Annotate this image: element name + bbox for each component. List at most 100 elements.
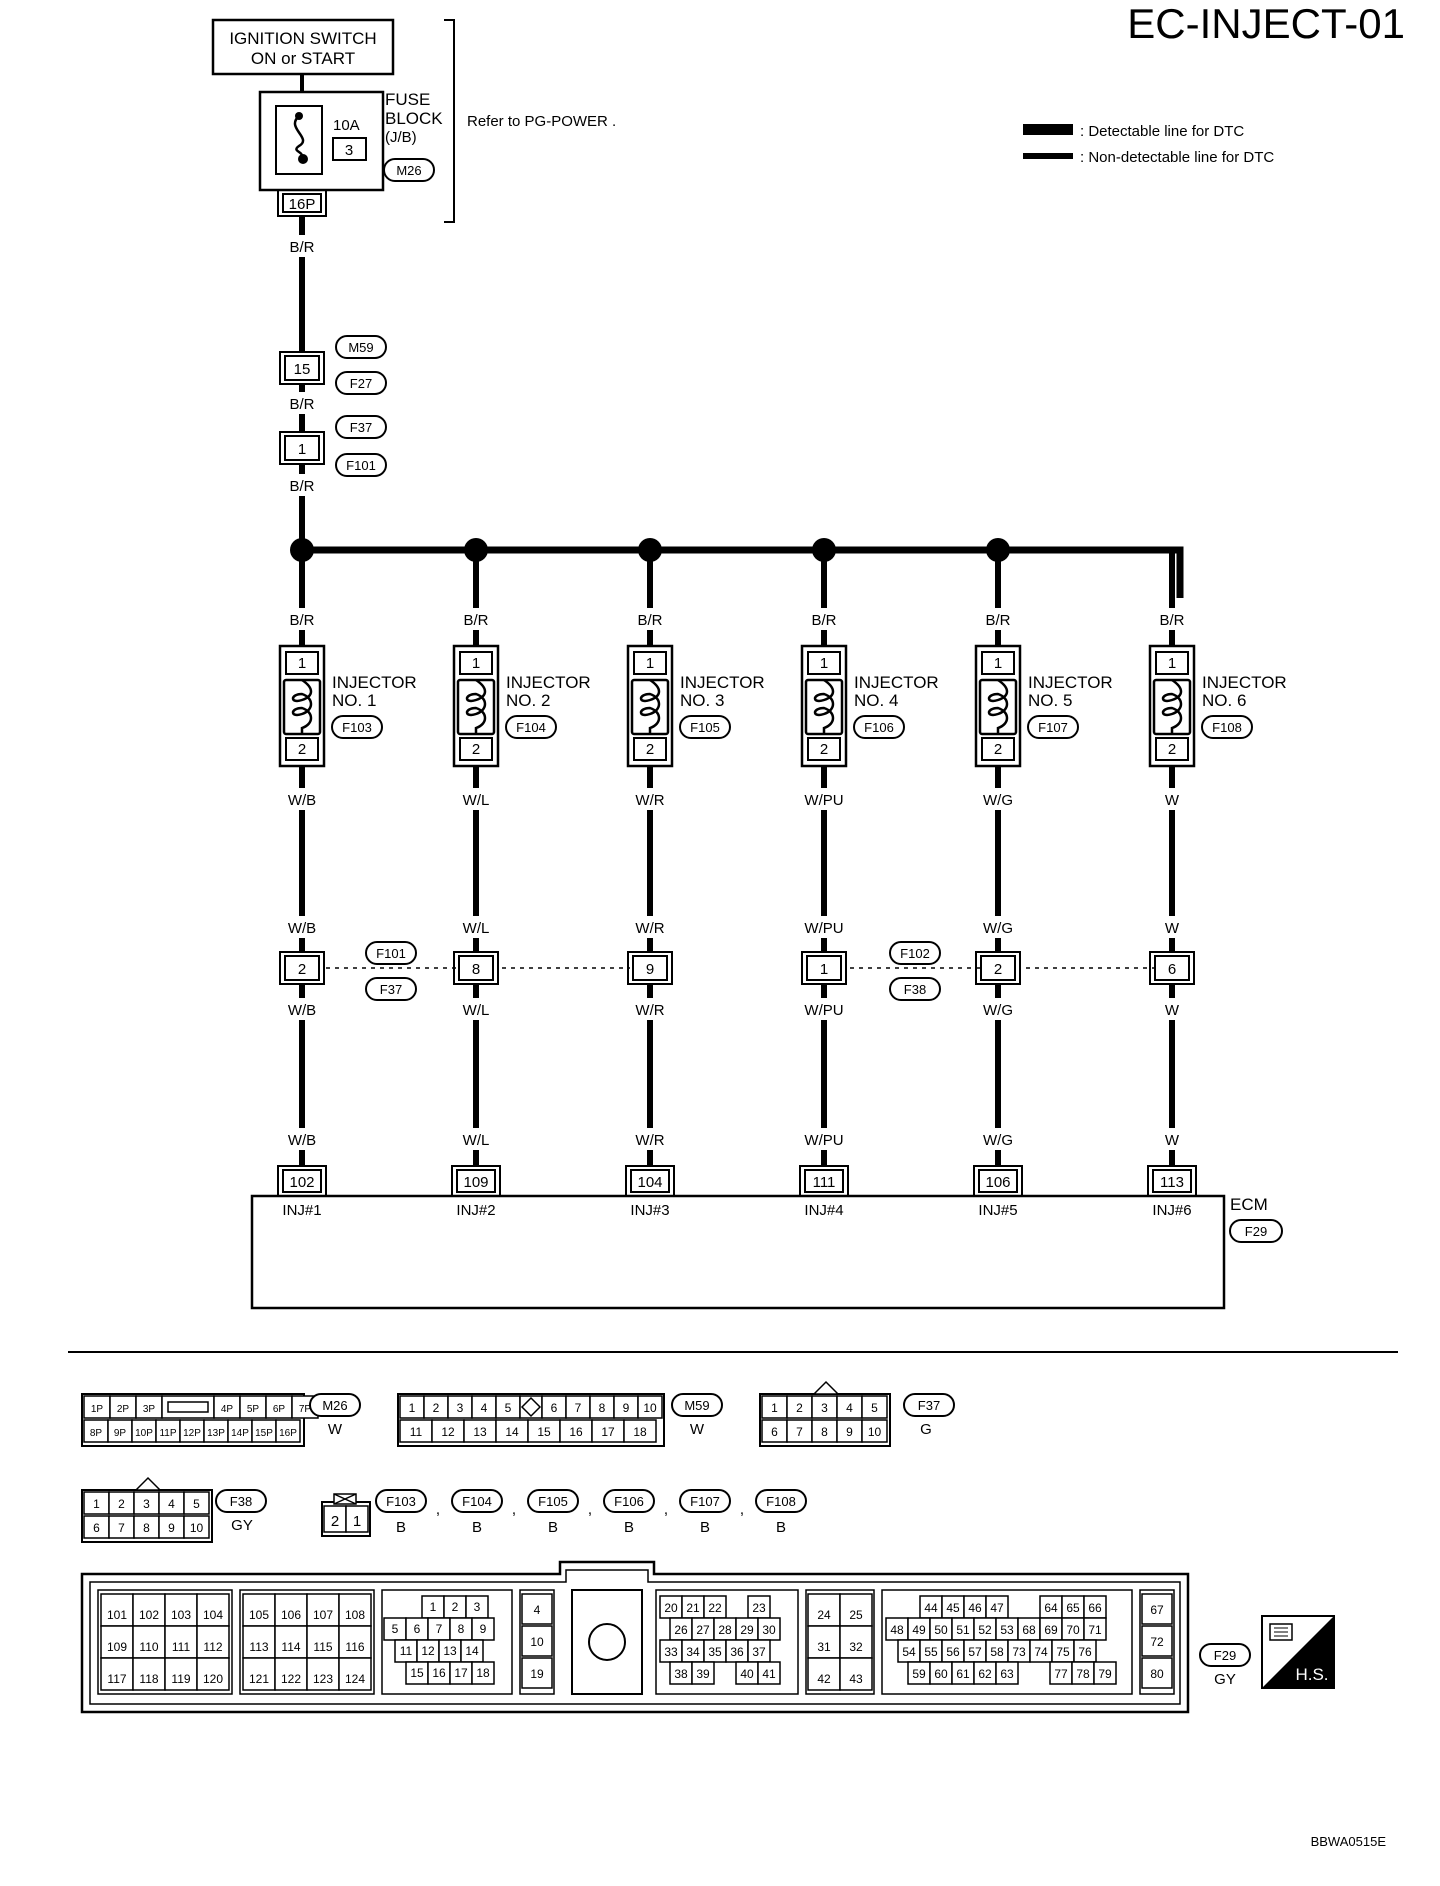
f29-pin-label: 111 xyxy=(172,1640,191,1654)
f37-pin-label: 9 xyxy=(846,1425,853,1439)
f29-pin-label: 30 xyxy=(762,1623,776,1637)
injector-top-pin: 1 xyxy=(298,655,306,672)
f29-pin-label: 77 xyxy=(1054,1667,1068,1681)
f29-pin-label: 110 xyxy=(139,1640,158,1654)
injector-conn-code: F103 xyxy=(386,1494,416,1509)
bus-junction-dot xyxy=(290,538,314,562)
injector-top-pin: 1 xyxy=(472,655,480,672)
injector-conn-code: F107 xyxy=(690,1494,720,1509)
joint-connector-f27-code: F27 xyxy=(350,376,372,391)
injector-label: INJECTOR xyxy=(1202,673,1287,692)
f29-pin xyxy=(471,1661,495,1685)
f29-pin-label: 5 xyxy=(392,1622,399,1636)
m26-pin-label: 14P xyxy=(231,1428,249,1439)
f29-pin-label: 3 xyxy=(474,1600,481,1614)
legend-detectable-label: : Detectable line for DTC xyxy=(1080,123,1244,140)
signal-wire-color: W/L xyxy=(463,920,490,937)
signal-wire-color: W/G xyxy=(983,792,1013,809)
page-id: EC-INJECT-01 xyxy=(1127,0,1405,47)
legend-non-detectable-label: : Non-detectable line for DTC xyxy=(1080,149,1274,166)
m26-pin-label: 7P xyxy=(299,1404,312,1415)
m26-pin-label: 6P xyxy=(273,1404,286,1415)
f29-pin-label: 64 xyxy=(1044,1601,1058,1615)
f29-pin-label: 55 xyxy=(924,1645,938,1659)
injector-bottom-pin: 2 xyxy=(472,741,480,758)
injector-label: INJECTOR xyxy=(680,673,765,692)
hs-badge: H.S. xyxy=(1261,1615,1335,1689)
injector-bottom-pin: 2 xyxy=(1168,741,1176,758)
m26-pin-label: 1P xyxy=(91,1404,104,1415)
joint-connector-m59-code: M59 xyxy=(348,340,373,355)
f29-pin xyxy=(521,1625,553,1657)
ecm-pin-label: INJ#1 xyxy=(282,1202,321,1219)
m59-pin-label: 8 xyxy=(599,1401,606,1415)
f29-pin-label: 118 xyxy=(139,1672,158,1686)
ecm-pin-number: 111 xyxy=(813,1174,836,1191)
f29-pin-label: 4 xyxy=(534,1603,541,1617)
m59-pin xyxy=(623,1419,657,1443)
injector-bottom-pin: 2 xyxy=(820,741,828,758)
m59-pin-label: 7 xyxy=(575,1401,582,1415)
m26-pin-label: 16P xyxy=(279,1428,297,1439)
signal-wire-color: W/L xyxy=(463,792,490,809)
bus-junction-dot xyxy=(812,538,836,562)
f29-pin-label: 9 xyxy=(480,1622,487,1636)
f29-pin-label: 51 xyxy=(956,1623,970,1637)
ecm-pin-label: INJ#5 xyxy=(978,1202,1017,1219)
f38-pin-label: 3 xyxy=(143,1497,150,1511)
ecm-label: ECM xyxy=(1230,1195,1268,1214)
ecm-pin-number: 113 xyxy=(1160,1174,1184,1191)
m59-pin-label: 1 xyxy=(409,1401,416,1415)
injector-conn-pin xyxy=(345,1505,369,1533)
m59-pin-label: 13 xyxy=(473,1425,487,1439)
f38-pin-label: 10 xyxy=(190,1521,204,1535)
joint-connector-f37-pin: 1 xyxy=(298,441,306,458)
f29-pin-label: 66 xyxy=(1088,1601,1102,1615)
signal-wire-color: W/PU xyxy=(804,920,843,937)
injector-conn-code: F105 xyxy=(538,1494,568,1509)
f29-pin-label: 13 xyxy=(443,1644,457,1658)
joint-connector-pin: 2 xyxy=(298,961,306,978)
m59-pin-label: 15 xyxy=(537,1425,551,1439)
f29-pin-label: 46 xyxy=(968,1601,982,1615)
injector-conn-color: B xyxy=(396,1519,406,1536)
m59-pin-label: 16 xyxy=(569,1425,583,1439)
signal-wire-color: W/PU xyxy=(804,1002,843,1019)
injector-bottom-pin: 2 xyxy=(646,741,654,758)
f38-pin-label: 5 xyxy=(193,1497,200,1511)
f29-pin-label: 12 xyxy=(421,1644,435,1658)
injector-conn-color: B xyxy=(472,1519,482,1536)
f29-pin xyxy=(1141,1625,1173,1657)
f29-pin-label: 34 xyxy=(686,1645,700,1659)
f37-pin-label: 1 xyxy=(771,1401,778,1415)
trunk-wire-color: B/R xyxy=(289,239,314,256)
f29-pin-label: 42 xyxy=(817,1672,831,1686)
f38-pin-label: 2 xyxy=(118,1497,125,1511)
f29-pin xyxy=(807,1593,841,1627)
signal-wire-color: W xyxy=(1165,792,1180,809)
injector-bottom-pin: 2 xyxy=(994,741,1002,758)
injector-conn-color: B xyxy=(776,1519,786,1536)
injector-label: INJECTOR xyxy=(506,673,591,692)
m59-pin-label: 6 xyxy=(551,1401,558,1415)
fuse-block-label-1: FUSE xyxy=(385,90,430,109)
f29-pin-label: 117 xyxy=(107,1672,126,1686)
coil-symbol xyxy=(1161,678,1183,734)
injector-label: INJECTOR xyxy=(332,673,417,692)
coil-symbol xyxy=(639,678,661,734)
f29-pin-label: 121 xyxy=(249,1672,269,1686)
injector-conn-separator: , xyxy=(588,1501,592,1518)
m26-pin xyxy=(161,1395,215,1419)
f29-pin-label: 54 xyxy=(902,1645,916,1659)
f29-pin-label: 57 xyxy=(968,1645,982,1659)
f29-pin-label: 39 xyxy=(696,1667,710,1681)
m59-pin-label: 2 xyxy=(433,1401,440,1415)
f37-pin-label: 4 xyxy=(846,1401,853,1415)
injector-connector-code: F106 xyxy=(864,720,894,735)
